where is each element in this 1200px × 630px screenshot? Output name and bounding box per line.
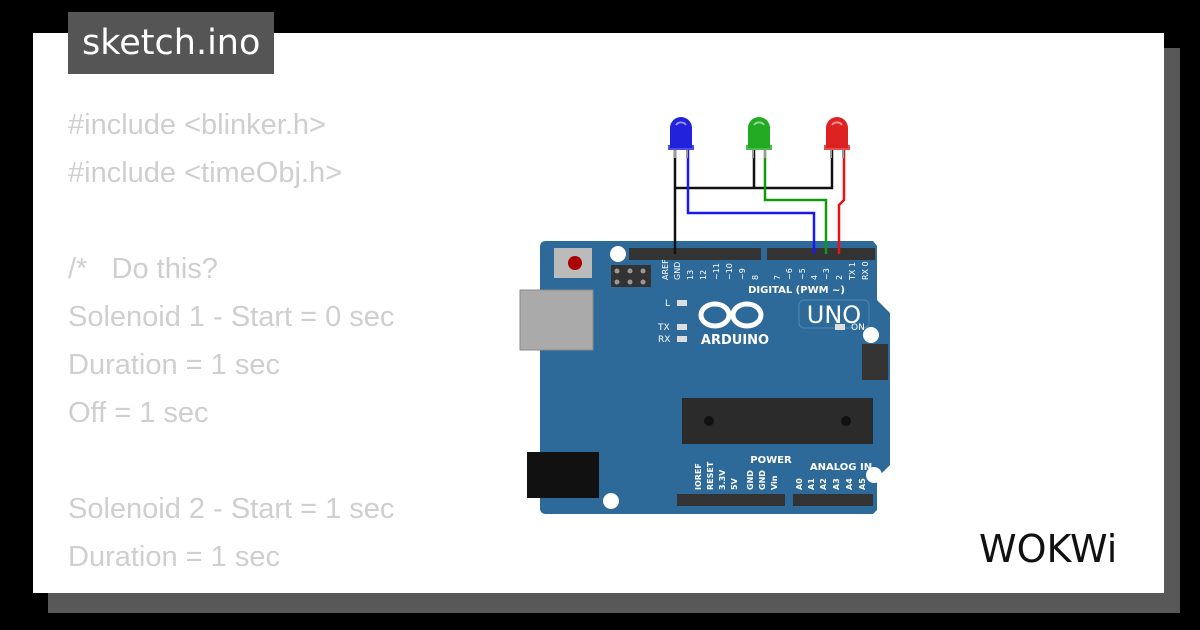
pin-label: ~9 bbox=[738, 268, 747, 280]
pin-label: 12 bbox=[699, 270, 708, 280]
pin-label: RESET bbox=[706, 461, 715, 490]
reset-button bbox=[554, 248, 592, 278]
pin-label: Vin bbox=[770, 475, 779, 490]
board-brand: ARDUINO bbox=[701, 333, 769, 348]
led-tx-label: TX bbox=[657, 323, 670, 333]
usb-port bbox=[519, 289, 594, 351]
code-line: #include <blinker.h> bbox=[68, 109, 326, 141]
green-led[interactable] bbox=[746, 117, 772, 158]
led-l-label: L bbox=[665, 299, 670, 309]
pin-label: A4 bbox=[845, 478, 854, 490]
pin-label: A3 bbox=[832, 478, 841, 490]
pin-label: A0 bbox=[795, 478, 804, 490]
pin-label: 2 bbox=[835, 275, 844, 280]
code-line: ​ bbox=[68, 437, 394, 485]
led-on-label: ON bbox=[851, 323, 865, 333]
pin-label: AREF bbox=[661, 259, 670, 280]
pin-label: GND bbox=[673, 262, 682, 280]
arduino-board bbox=[540, 241, 890, 514]
pin-label: 5V bbox=[730, 477, 739, 490]
pin-label: TX 1 bbox=[848, 262, 857, 281]
pin-label: ~10 bbox=[725, 263, 734, 280]
arduino-logo bbox=[698, 301, 764, 329]
pin-label: RX 0 bbox=[861, 261, 870, 280]
pin-label: A5 bbox=[858, 478, 867, 490]
code-line: /* Do this? bbox=[68, 253, 218, 285]
circuit-diagram: UNO ARDUINO DIGITAL (PWM ~) POWER ANALOG… bbox=[519, 117, 890, 514]
red-led[interactable] bbox=[824, 117, 850, 158]
pin-label: ~3 bbox=[822, 268, 831, 280]
pin-label: 7 bbox=[773, 275, 782, 280]
led-rx-label: RX bbox=[658, 335, 670, 345]
power-label: POWER bbox=[750, 455, 792, 466]
blue-led[interactable] bbox=[668, 117, 694, 158]
code-line: #include <timeObj.h> bbox=[68, 157, 343, 189]
pin-label: 8 bbox=[751, 275, 760, 280]
code-line: Solenoid 2 - Start = 1 sec bbox=[68, 493, 395, 525]
code-preview: #include <blinker.h> #include <timeObj.h>… bbox=[68, 101, 394, 593]
code-line: ​ bbox=[68, 197, 394, 245]
power-jack bbox=[527, 452, 599, 498]
pin-label: GND bbox=[758, 470, 767, 490]
pin-label: ~11 bbox=[712, 263, 721, 280]
code-line: Duration = 1 sec bbox=[68, 541, 280, 573]
svg-text:WOKWi: WOKWi bbox=[979, 527, 1117, 570]
pin-label: A1 bbox=[807, 478, 816, 490]
pin-label: ~5 bbox=[798, 268, 807, 280]
board-model: UNO bbox=[807, 301, 861, 329]
digital-label: DIGITAL (PWM ~) bbox=[748, 285, 845, 296]
pin-label: 4 bbox=[810, 275, 819, 280]
code-line: Solenoid 1 - Start = 0 sec bbox=[68, 301, 395, 333]
pin-label: 3.3V bbox=[718, 469, 727, 490]
pin-label: 13 bbox=[686, 270, 695, 280]
code-line: Off = 1 sec bbox=[68, 397, 209, 429]
pin-label: IOREF bbox=[694, 463, 703, 490]
pin-label: GND bbox=[746, 470, 755, 490]
analog-label: ANALOG IN bbox=[810, 462, 872, 473]
code-line: Off = 1 sec bbox=[68, 581, 394, 593]
wokwi-logo: WOKWi bbox=[979, 527, 1117, 570]
code-line: Duration = 1 sec bbox=[68, 349, 280, 381]
pin-label: ~6 bbox=[785, 268, 794, 280]
file-title: sketch.ino bbox=[68, 12, 275, 74]
wires bbox=[673, 150, 846, 254]
pin-label: A2 bbox=[819, 478, 828, 490]
